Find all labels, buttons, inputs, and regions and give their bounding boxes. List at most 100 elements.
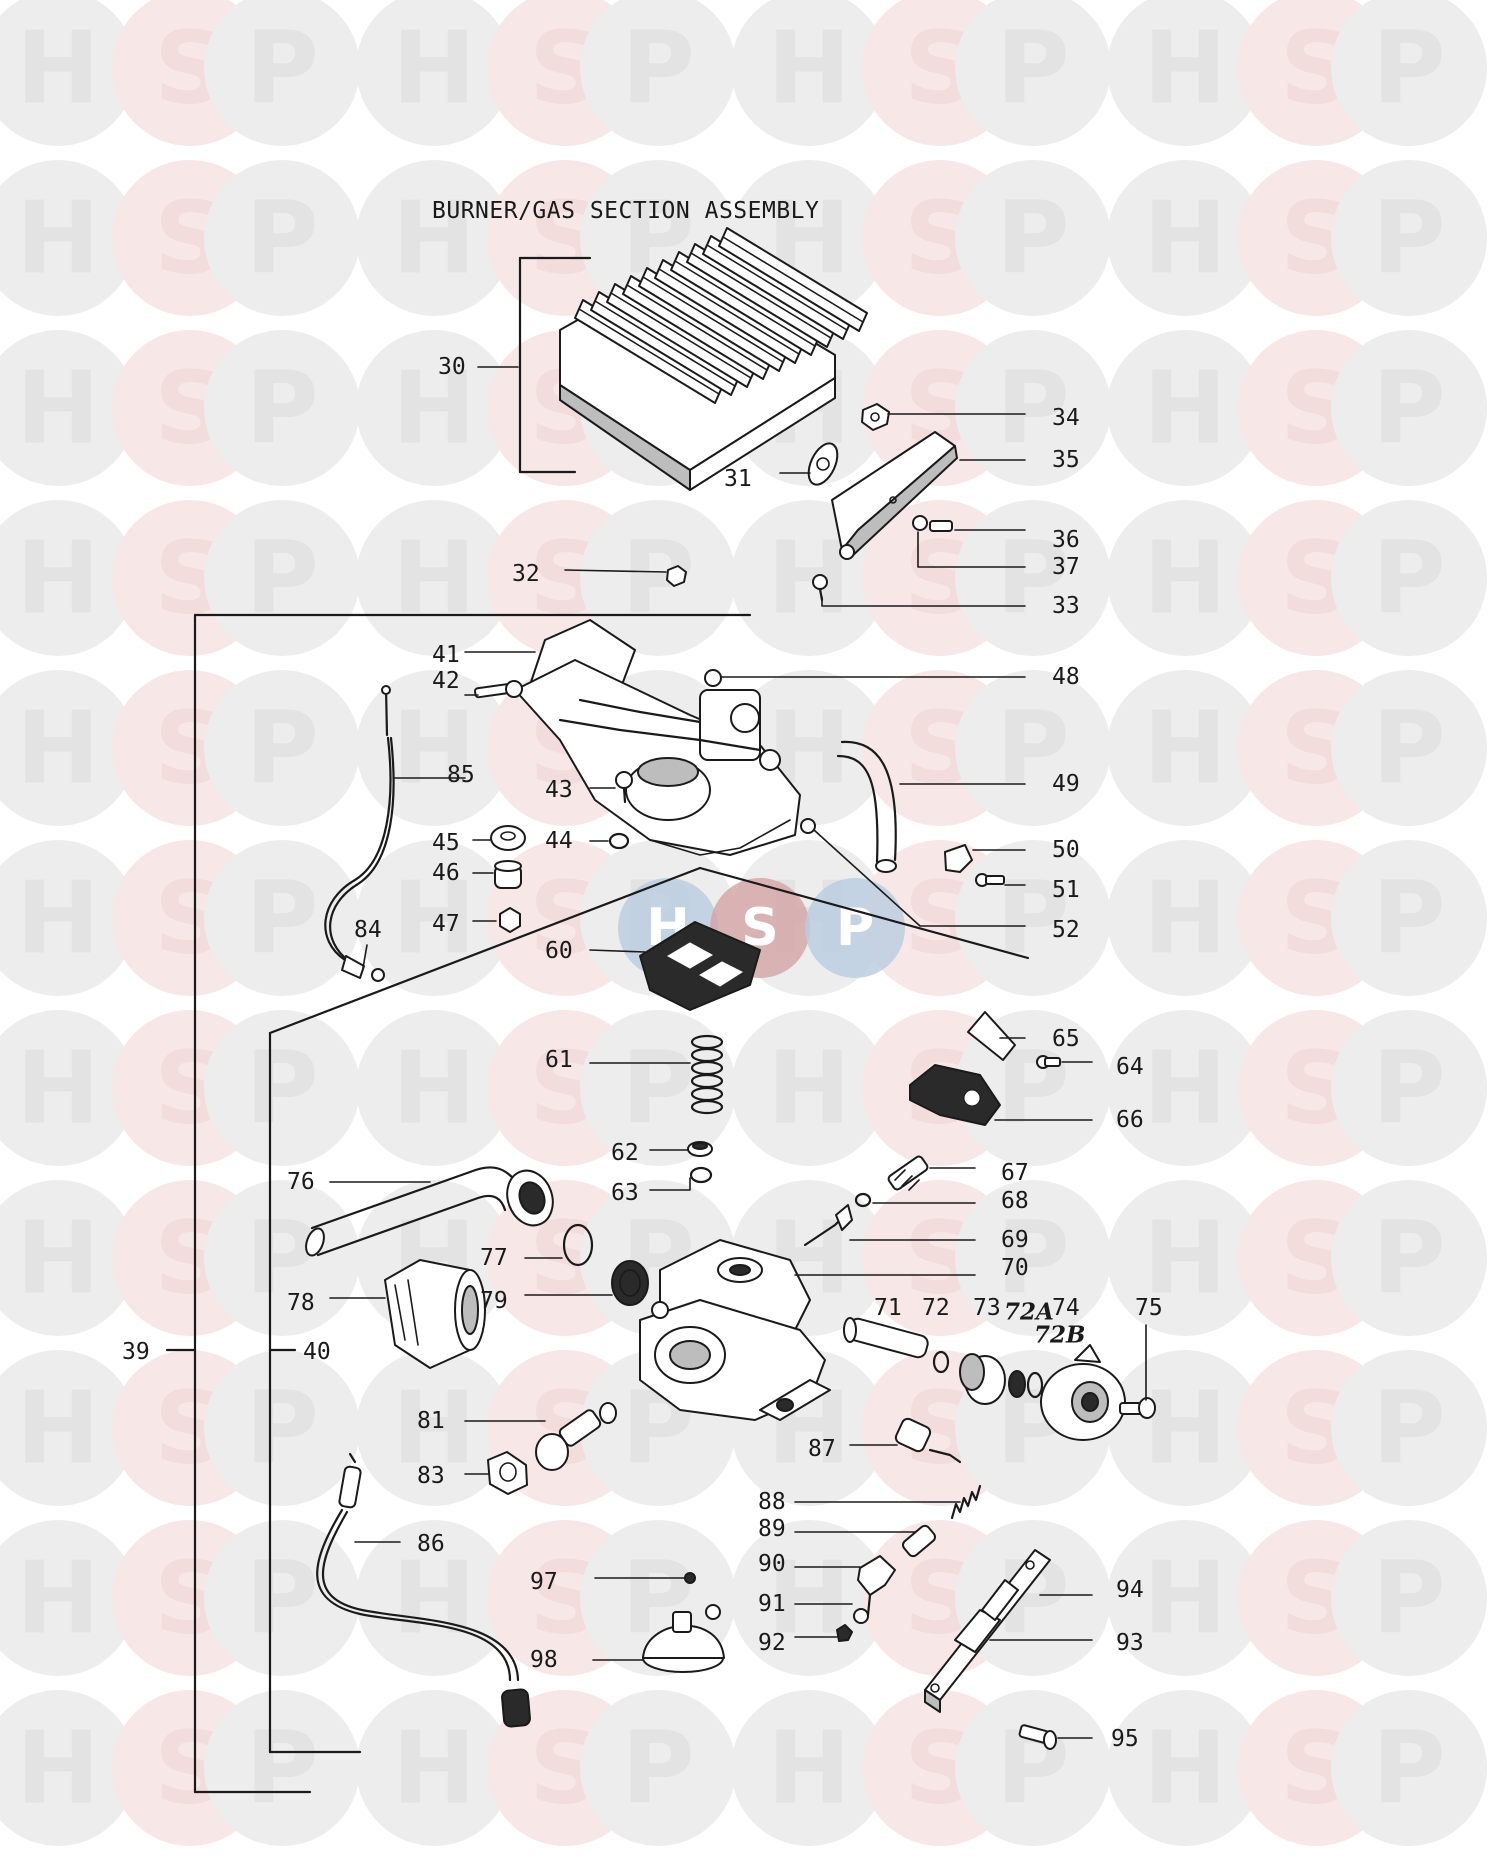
watermark-tile: P [1331, 1690, 1487, 1846]
callout-90: 90 [758, 1551, 786, 1577]
watermark-tile: P [955, 500, 1111, 656]
watermark-letter: P [996, 520, 1069, 637]
part-32-screw [666, 565, 687, 587]
watermark-letter: H [1143, 1030, 1227, 1147]
watermark-tile: H [1107, 0, 1263, 146]
watermark-letter: P [245, 1540, 318, 1657]
watermark-letter: H [392, 1540, 476, 1657]
part-burner [518, 227, 868, 491]
part-52-nipple [800, 818, 816, 834]
watermark-letter: H [392, 1370, 476, 1487]
callout-84: 84 [354, 917, 382, 943]
callout-77: 77 [480, 1245, 508, 1271]
watermark-tile: P [1331, 1350, 1487, 1506]
callout-64: 64 [1116, 1054, 1144, 1080]
callout-48: 48 [1052, 664, 1080, 690]
watermark-tile: P [204, 670, 360, 826]
callout-60: 60 [545, 938, 573, 964]
watermark-tile: P [1331, 1010, 1487, 1166]
callout-95: 95 [1111, 1726, 1139, 1752]
part-72b-ring [1026, 1371, 1044, 1399]
watermark-letter: H [1143, 1200, 1227, 1317]
callout-49: 49 [1052, 771, 1080, 797]
watermark-tile: P [204, 1690, 360, 1846]
watermark-tile: H [356, 1010, 512, 1166]
callout-66: 66 [1116, 1107, 1144, 1133]
watermark-tile: H [1107, 330, 1263, 486]
leader-line-32 [564, 569, 667, 573]
callout-76: 76 [287, 1169, 315, 1195]
callout-70: 70 [1001, 1255, 1029, 1281]
part-85-thermocouple [324, 685, 395, 982]
watermark-tile: H [356, 1520, 512, 1676]
watermark-letter: H [1143, 520, 1227, 637]
watermark-tile: H [731, 1010, 887, 1166]
watermark-letter: P [245, 10, 318, 127]
watermark-letter: P [1372, 10, 1445, 127]
leader-line-37 [917, 531, 1026, 568]
watermark-tile: P [204, 0, 360, 146]
watermark-letter: H [392, 520, 476, 637]
watermark-tile: H [356, 160, 512, 316]
callout-52: 52 [1052, 917, 1080, 943]
part-95-screw [1018, 1724, 1057, 1750]
callout-79: 79 [480, 1288, 508, 1314]
watermark-tile: H [1107, 670, 1263, 826]
part-42-screw [474, 680, 523, 699]
part-83-nut [487, 1451, 528, 1495]
part-65-66-64-cover-plate [909, 1011, 1061, 1126]
watermark-letter: P [1372, 1030, 1445, 1147]
part-70-valve-lower-body [639, 1239, 831, 1421]
part-36-37-screw-washer [912, 515, 953, 532]
callout-leader-lines [329, 366, 1147, 1739]
watermark-letter: P [1372, 520, 1445, 637]
watermark-letter: H [16, 1370, 100, 1487]
watermark-letter: H [16, 10, 100, 127]
watermark-tile: H [731, 1690, 887, 1846]
watermark-tile: H [356, 0, 512, 146]
watermark-tile: P [580, 1690, 736, 1846]
part-88-92-pilot-assembly [836, 1484, 982, 1642]
watermark-tile: H [1107, 500, 1263, 656]
callout-72b: 72B [1034, 1322, 1085, 1349]
callout-44: 44 [545, 828, 573, 854]
watermark-letter: H [392, 350, 476, 467]
watermark-letter: P [1372, 1710, 1445, 1827]
watermark-letter: H [1143, 1540, 1227, 1657]
watermark-tile: P [204, 330, 360, 486]
watermark-tile: P [204, 1010, 360, 1166]
callout-39: 39 [122, 1339, 150, 1365]
watermark-tile: H [0, 500, 136, 656]
callout-42: 42 [432, 668, 460, 694]
watermark-letter: P [1372, 1540, 1445, 1657]
callout-61: 61 [545, 1047, 573, 1073]
watermark-tile: H [356, 1690, 512, 1846]
callout-85: 85 [447, 762, 475, 788]
callout-87: 87 [808, 1436, 836, 1462]
watermark-tile: P [1331, 330, 1487, 486]
watermark-tile: P [580, 1010, 736, 1166]
watermark-tile: P [955, 330, 1111, 486]
callout-65: 65 [1052, 1026, 1080, 1052]
watermark-letter: H [1143, 350, 1227, 467]
watermark-letter: H [392, 180, 476, 297]
watermark-tile: H [356, 500, 512, 656]
watermark-letter: H [392, 1030, 476, 1147]
watermark-tile: H [356, 330, 512, 486]
watermark-tile: H [356, 1350, 512, 1506]
watermark-letter: H [1143, 690, 1227, 807]
watermark-tile: H [1107, 1180, 1263, 1336]
watermark-tile: P [1331, 670, 1487, 826]
watermark-tile: H [356, 670, 512, 826]
callout-73: 73 [973, 1295, 1001, 1321]
callout-35: 35 [1052, 447, 1080, 473]
watermark-letter: P [1372, 690, 1445, 807]
part-41-gas-valve-body [514, 619, 801, 856]
watermark-letter: P [245, 1030, 318, 1147]
part-86-ignition-lead [316, 1452, 531, 1728]
callout-67: 67 [1001, 1160, 1029, 1186]
watermark-letter: P [245, 1710, 318, 1827]
